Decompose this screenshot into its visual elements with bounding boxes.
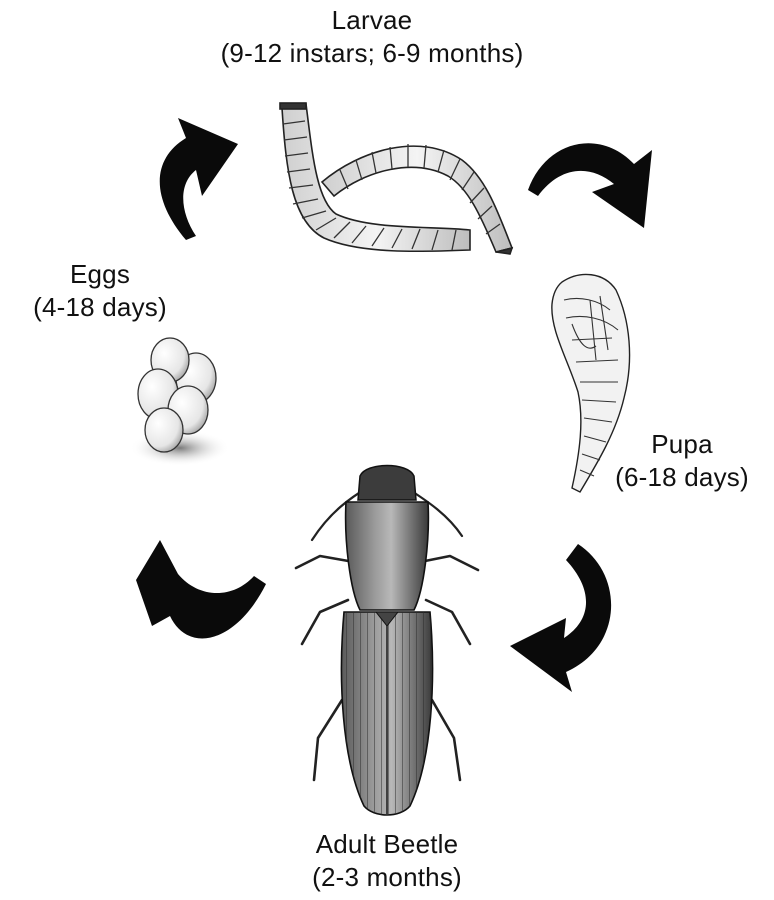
pupa-illustration (552, 274, 630, 492)
curved-arrow-icon (160, 118, 238, 240)
larva-illustration (280, 103, 512, 254)
eggs-illustration (130, 338, 230, 466)
beetle-illustration (296, 466, 478, 816)
curved-arrow-icon (136, 540, 266, 638)
curved-arrow-icon (510, 544, 611, 692)
curved-arrow-icon (528, 143, 652, 228)
